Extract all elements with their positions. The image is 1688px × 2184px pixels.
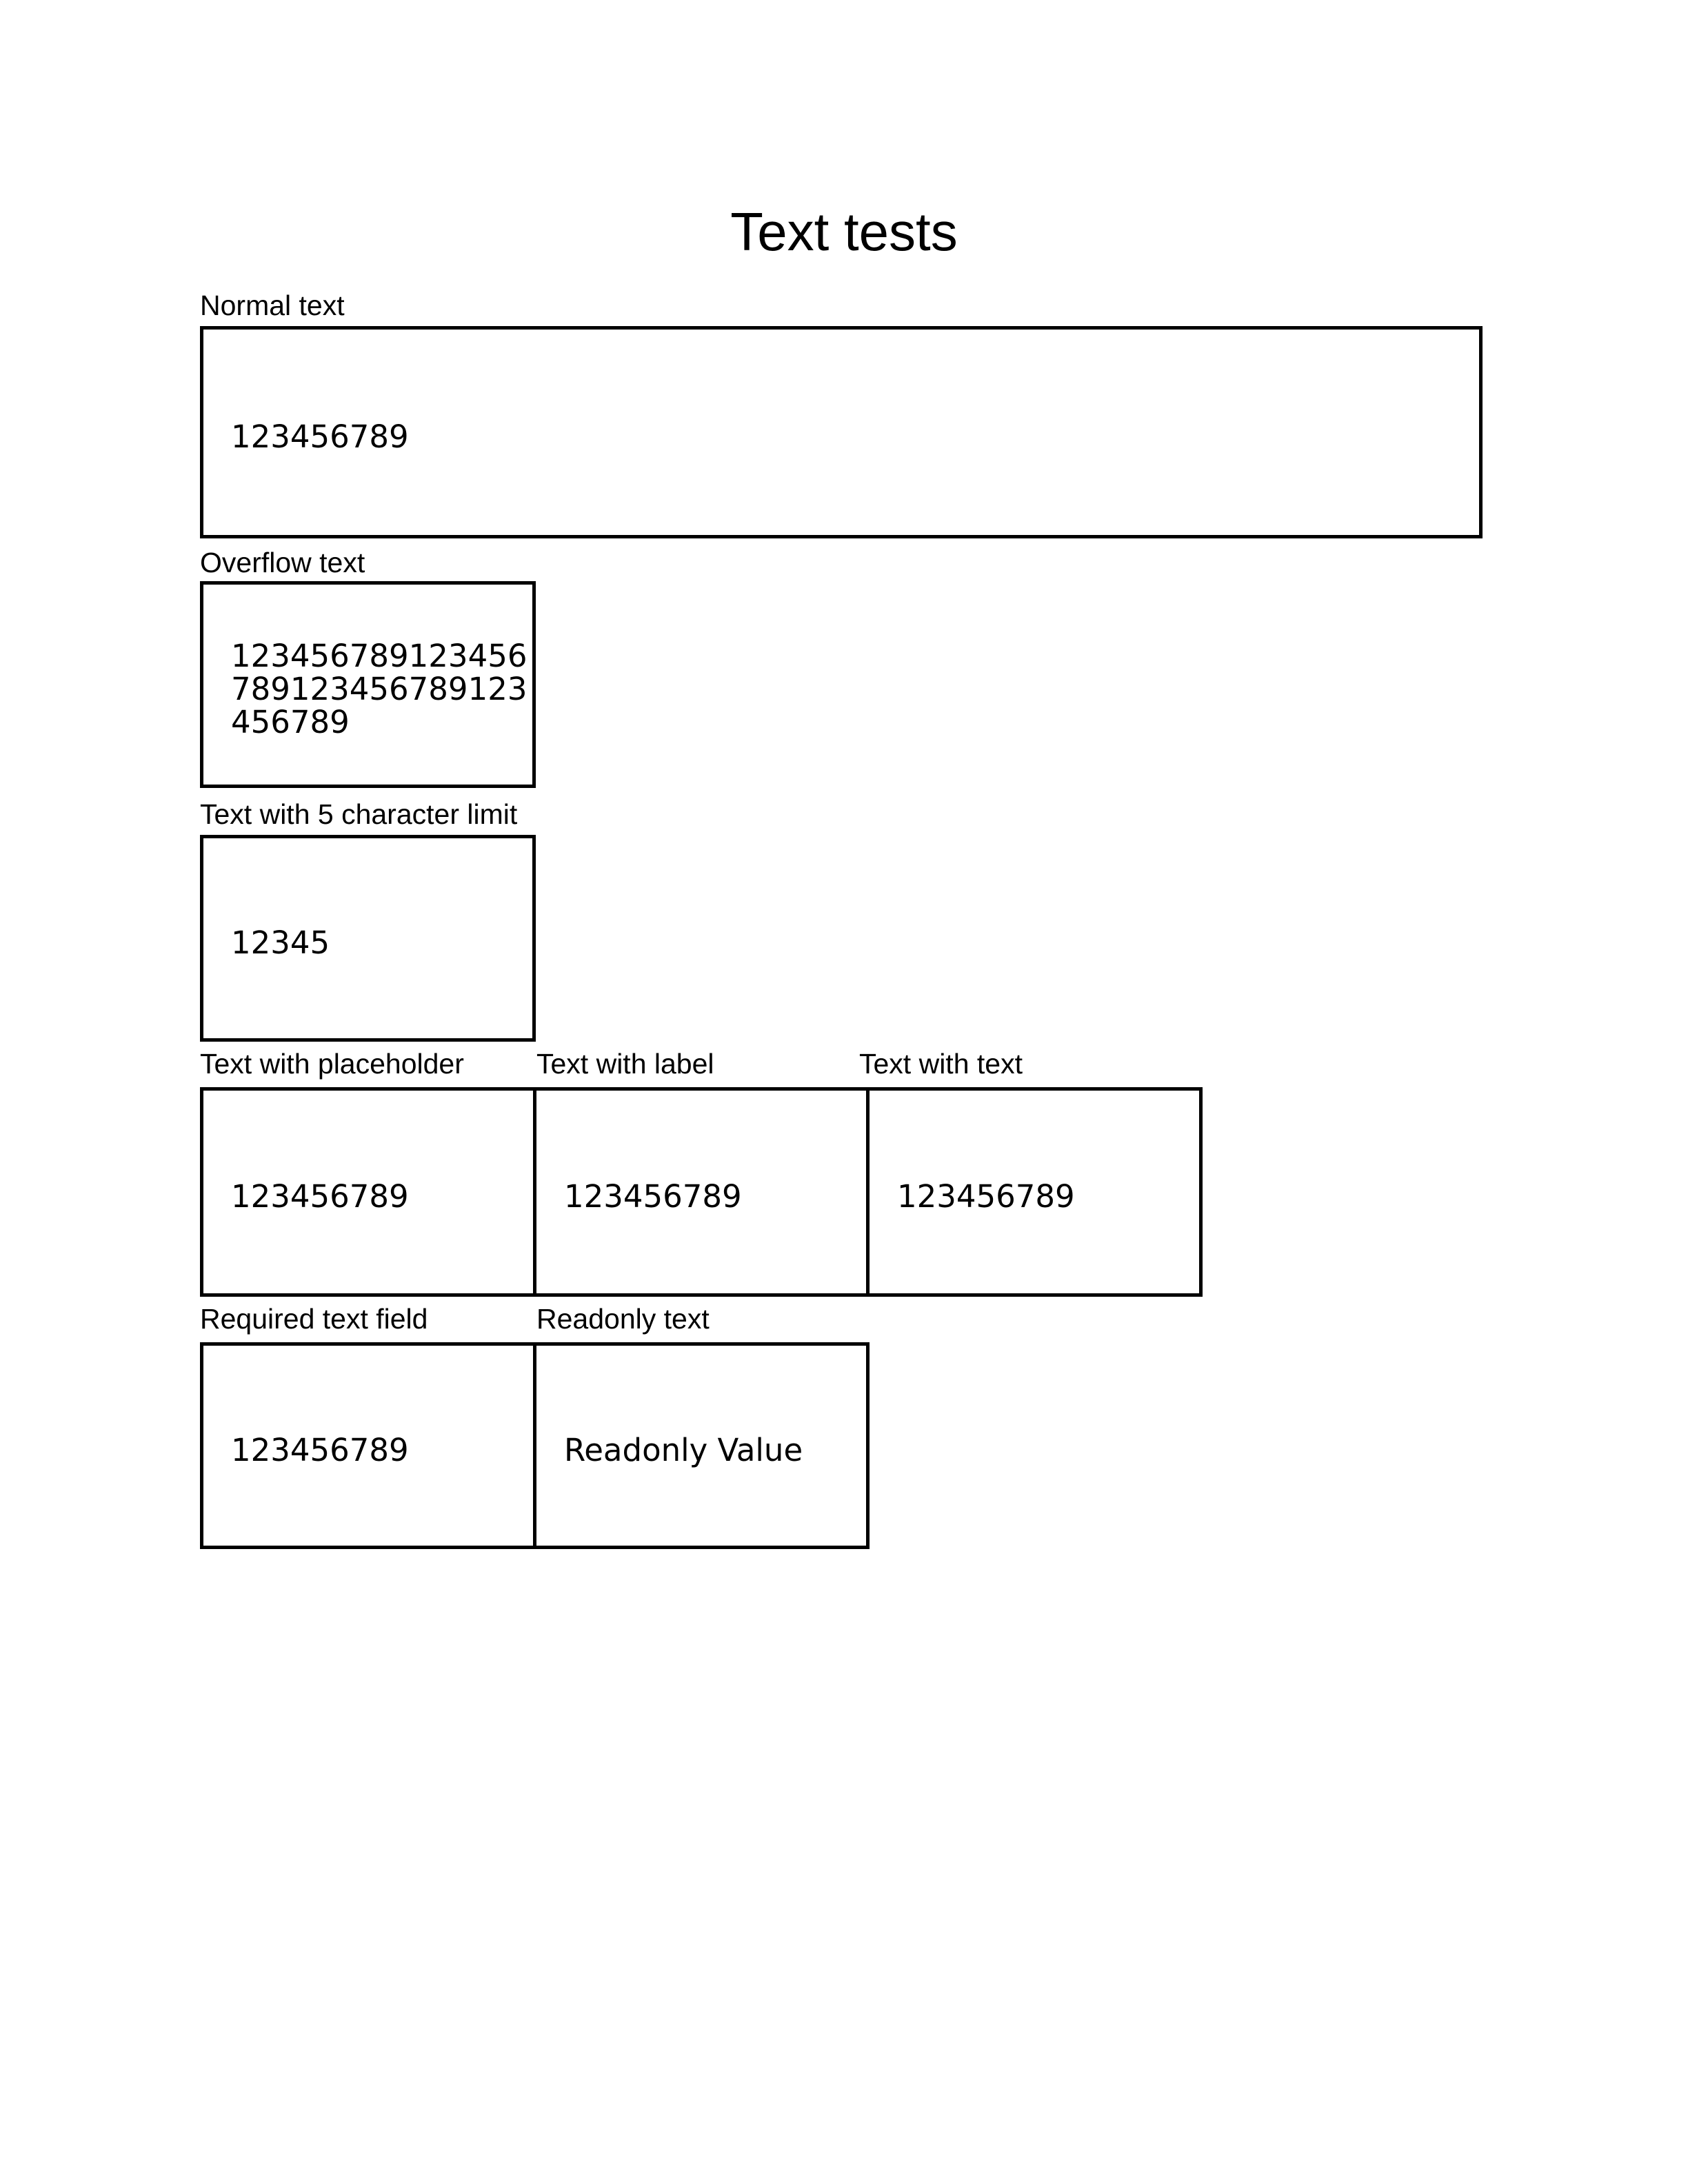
normal-text-label: Normal text	[200, 290, 345, 321]
char-limit-label: Text with 5 character limit	[200, 798, 518, 830]
text-with-label-input[interactable]: 123456789	[533, 1087, 870, 1297]
required-text-input[interactable]: 123456789	[200, 1342, 536, 1549]
overflow-text-value: 123456789123456789123456789123456789	[231, 638, 528, 740]
required-text-label: Required text field	[200, 1303, 428, 1335]
text-with-placeholder-value: 123456789	[231, 1178, 409, 1215]
text-with-label-label: Text with label	[536, 1048, 714, 1080]
text-with-label-value: 123456789	[564, 1178, 742, 1215]
text-with-placeholder-label: Text with placeholder	[200, 1048, 464, 1080]
readonly-text-input[interactable]: Readonly Value	[533, 1342, 870, 1549]
overflow-text-input[interactable]: 123456789123456789123456789123456789	[200, 581, 536, 788]
normal-text-value: 123456789	[231, 418, 409, 455]
middle-fields-row: 123456789 123456789 123456789	[200, 1087, 1203, 1297]
text-with-placeholder-input[interactable]: 123456789	[200, 1087, 536, 1297]
char-limit-input[interactable]: 12345	[200, 835, 536, 1042]
page-title: Text tests	[730, 201, 958, 262]
normal-text-input[interactable]: 123456789	[200, 326, 1483, 538]
bottom-fields-row: 123456789 Readonly Value	[200, 1342, 870, 1549]
readonly-text-value: Readonly Value	[564, 1432, 803, 1468]
readonly-text-label: Readonly text	[536, 1303, 710, 1335]
overflow-text-label: Overflow text	[200, 547, 365, 578]
text-with-text-input[interactable]: 123456789	[866, 1087, 1203, 1297]
char-limit-value: 12345	[231, 924, 330, 961]
required-text-value: 123456789	[231, 1432, 409, 1468]
text-with-text-label: Text with text	[859, 1048, 1023, 1080]
text-with-text-value: 123456789	[897, 1178, 1075, 1215]
